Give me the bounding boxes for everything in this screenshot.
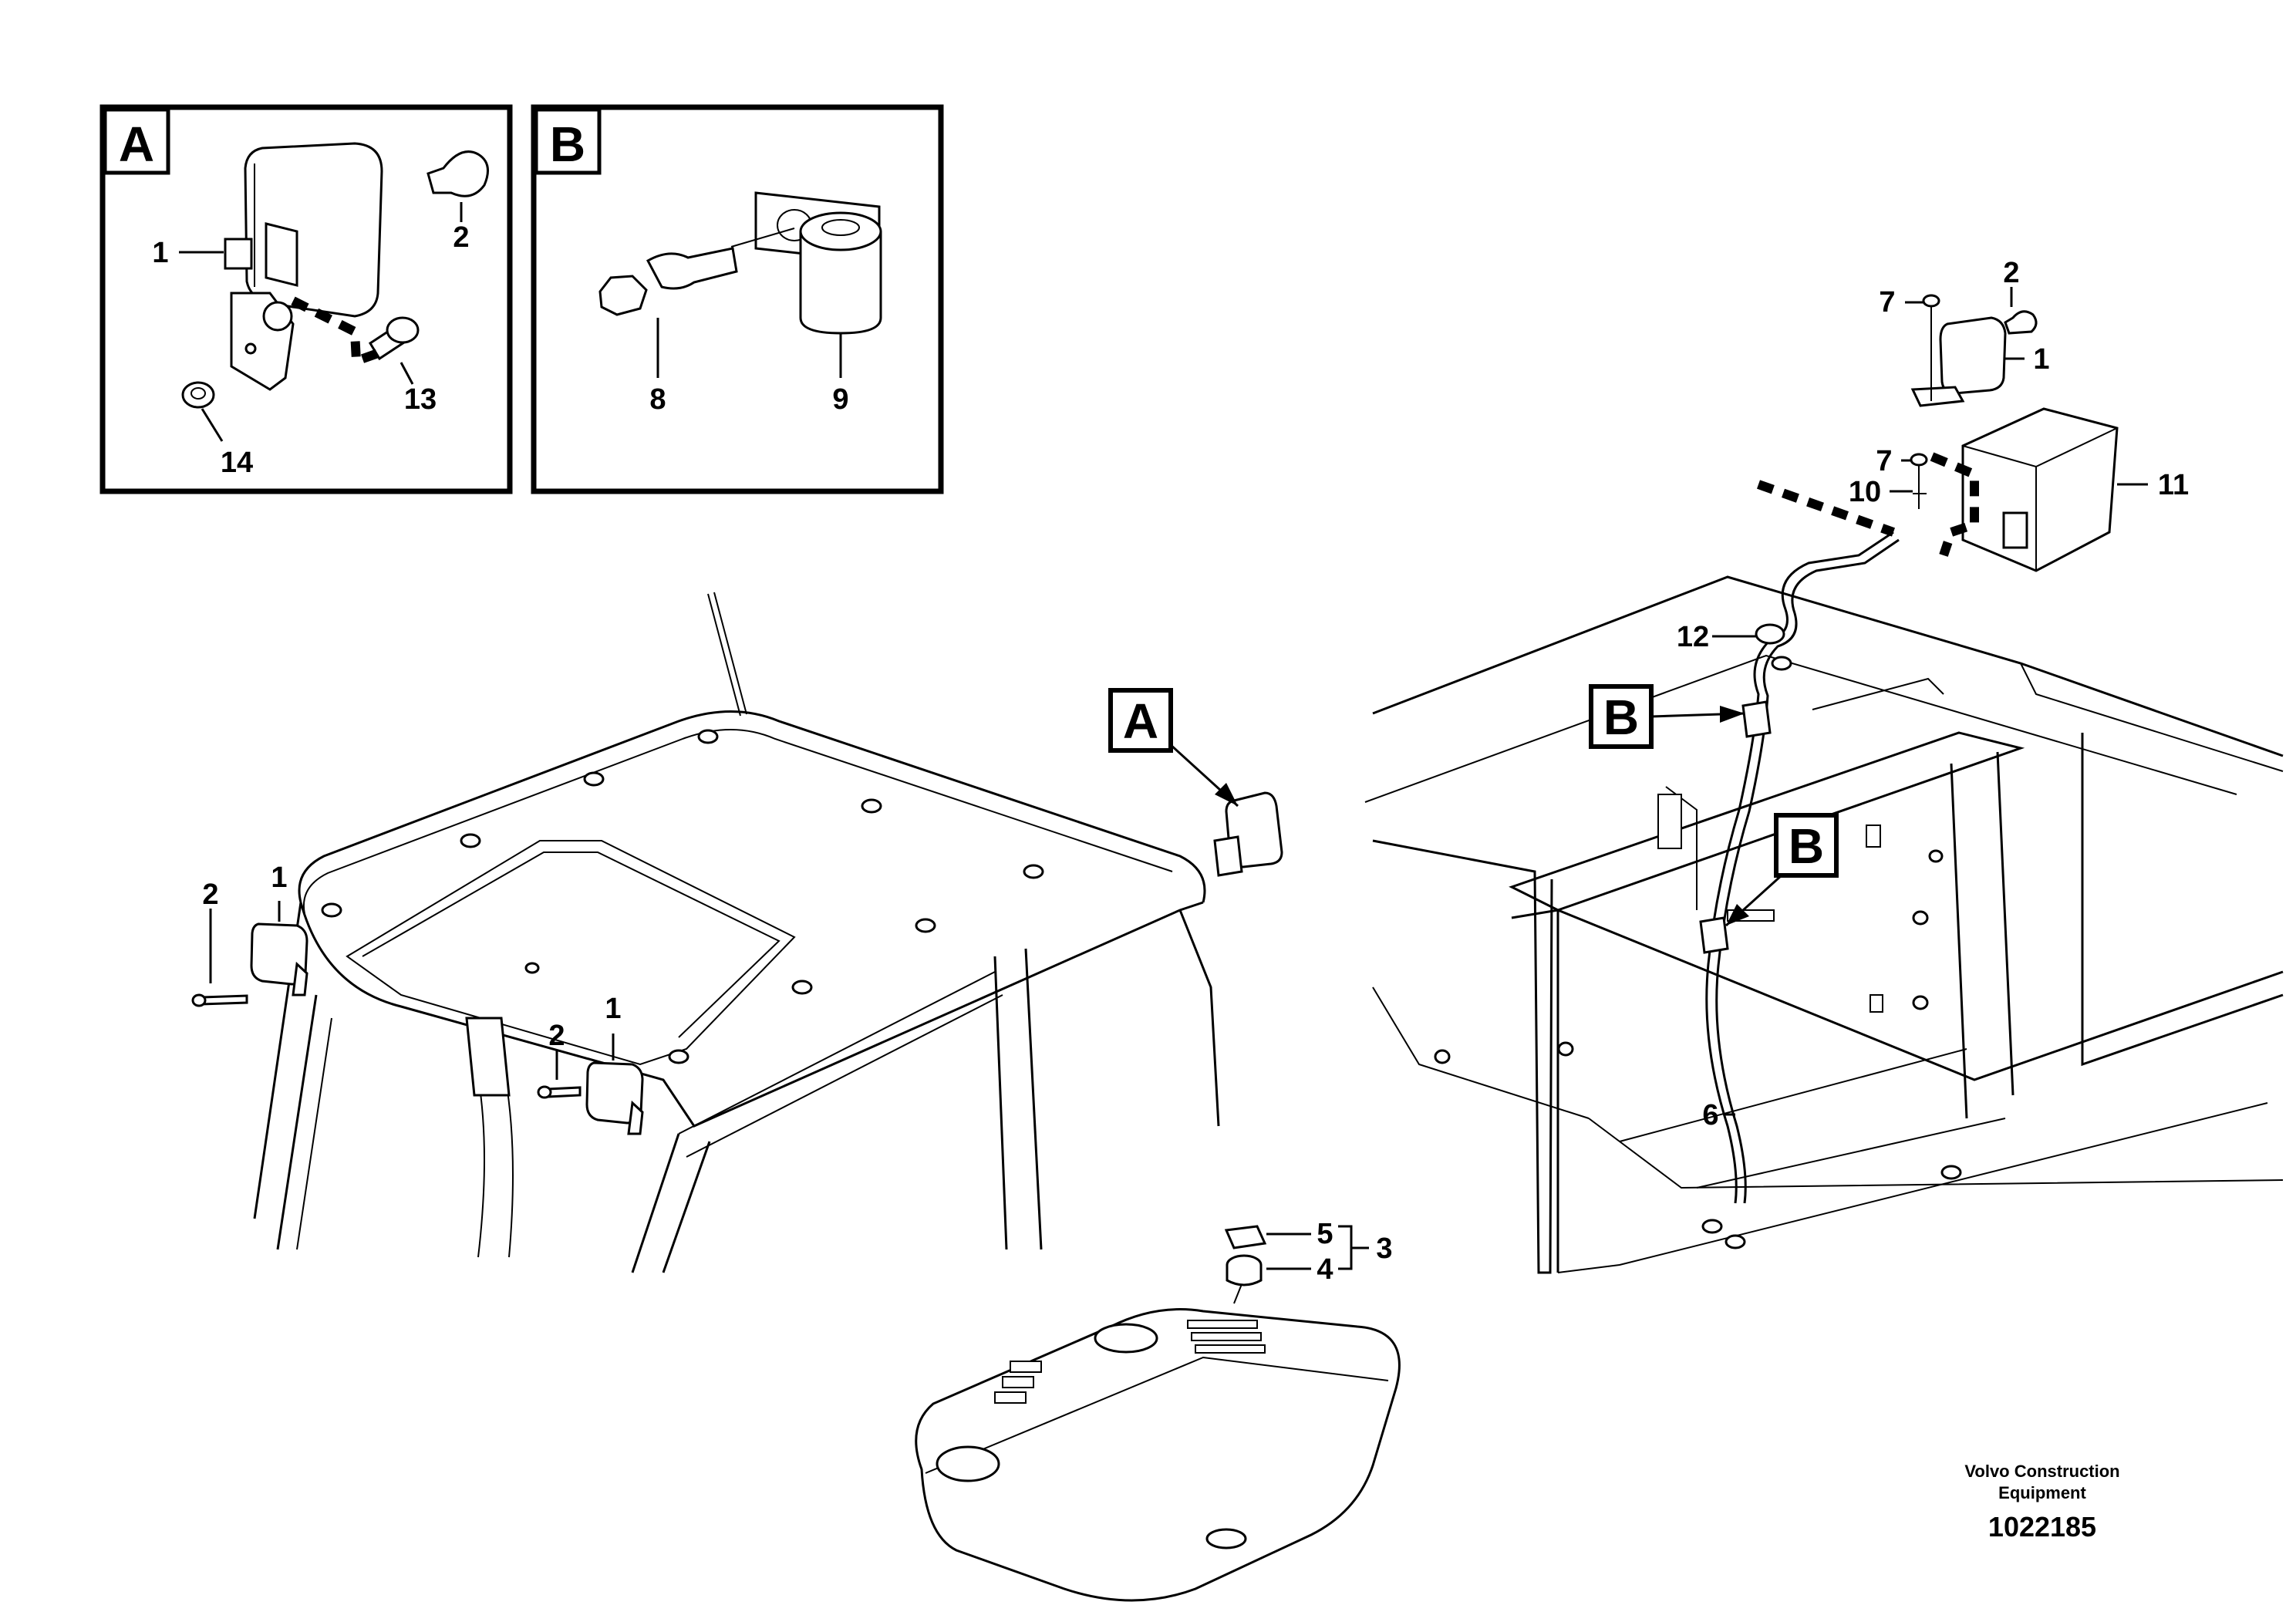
cup-holder: [936, 1445, 1000, 1482]
view-ref-b-upper: B: [1589, 684, 1745, 749]
detail-view-b: B 8 9: [531, 104, 944, 494]
bulb: [426, 150, 489, 197]
view-ref-b2-letter: B: [1789, 818, 1824, 874]
roof-outline: [298, 710, 1206, 903]
callout-right-lamp-2: 2: [548, 1020, 565, 1052]
work-lamp-right: 1 2: [537, 993, 644, 1135]
console-body: [915, 1308, 1401, 1602]
screw-left: [201, 994, 248, 1006]
callout-a-13: 13: [404, 383, 437, 416]
title-block: Volvo Construction Equipment 1022185: [1964, 1462, 2119, 1543]
callout-a-1: 1: [152, 237, 168, 269]
nut-14: [181, 381, 215, 409]
view-ref-b1-letter: B: [1603, 690, 1639, 745]
beacon-bulb: [2004, 310, 2038, 335]
callout-left-lamp-1: 1: [271, 862, 287, 894]
view-ref-b-lower: B: [1725, 813, 1839, 927]
screw-right: [546, 1086, 582, 1098]
beacon-lamp: [1939, 316, 2007, 395]
side-lamp-view-a: A: [1108, 688, 1283, 877]
callout-beacon-11: 11: [2158, 469, 2189, 501]
detail-view-a: A 1 2 13 14: [99, 104, 513, 494]
callout-a-14: 14: [221, 447, 253, 479]
bolt-8: [646, 247, 738, 290]
callout-beacon-7a: 7: [1879, 286, 1895, 319]
callout-switch-3: 3: [1376, 1233, 1392, 1265]
drawing-number: 1022185: [1988, 1511, 2096, 1543]
callout-beacon-7b: 7: [1876, 445, 1892, 477]
beacon-bracket: [1910, 386, 1965, 407]
rotary-switch: 5 4 3: [1224, 1218, 1393, 1286]
callout-left-lamp-2: 2: [202, 878, 218, 911]
callout-beacon-6: 6: [1702, 1099, 1718, 1131]
callout-beacon-2: 2: [2003, 257, 2019, 289]
callout-b-9: 9: [832, 383, 848, 416]
beacon-assembly: 7 2 1 7 10 11 12 6: [1677, 257, 2189, 1204]
cab-roof: [253, 592, 1220, 1273]
company-name-line1: Volvo Construction: [1964, 1462, 2119, 1481]
chassis-frame: [1364, 575, 2284, 1274]
company-name-line2: Equipment: [1998, 1483, 2086, 1502]
callout-beacon-10: 10: [1849, 476, 1881, 508]
cable-clip-lower: [1699, 916, 1729, 954]
detail-b-letter: B: [550, 116, 585, 172]
detail-a-letter: A: [119, 116, 154, 172]
callout-right-lamp-1: 1: [605, 993, 621, 1025]
callout-switch-5: 5: [1317, 1218, 1333, 1250]
roof-hatch: [346, 840, 796, 1066]
callout-beacon-12: 12: [1677, 621, 1709, 653]
grommet-12: [1755, 623, 1785, 645]
cable-clip-upper: [1741, 700, 1772, 738]
callout-b-8: 8: [649, 383, 666, 416]
cross-member: [1509, 731, 2025, 912]
callout-a-2: 2: [453, 221, 469, 254]
console: [915, 1283, 1401, 1602]
work-lamp-left: 1 2: [191, 862, 308, 1007]
lamp-clip: [224, 238, 253, 270]
view-ref-a: A: [1123, 693, 1158, 749]
switch-knob: [1224, 1225, 1267, 1249]
callout-switch-4: 4: [1317, 1253, 1333, 1286]
protective-cover-11: [1961, 407, 2119, 572]
callout-beacon-1: 1: [2033, 343, 2049, 376]
